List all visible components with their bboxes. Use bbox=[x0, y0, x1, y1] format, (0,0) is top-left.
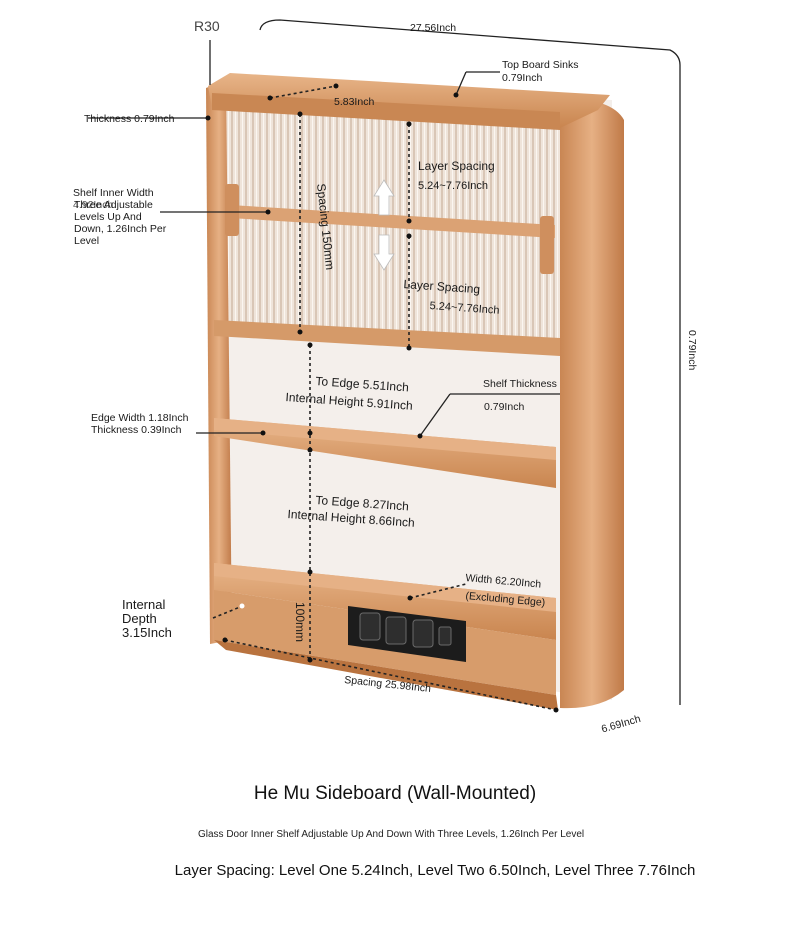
socket-3 bbox=[412, 619, 434, 648]
internal-depth-label: Internal Depth 3.15Inch bbox=[122, 597, 172, 640]
top-lip-label: 5.83Inch bbox=[334, 96, 375, 108]
right-handle bbox=[540, 216, 554, 274]
three-adjustable-label: Three Adjustable Levels Up And Down, 1.2… bbox=[74, 199, 167, 247]
left-handle bbox=[225, 184, 239, 236]
h100-label: 100mm bbox=[293, 602, 307, 643]
edge-width-label: Edge Width 1.18Inch Thickness 0.39Inch bbox=[91, 412, 189, 436]
adjustable-shelf bbox=[230, 205, 555, 238]
layer-spacing-title-1: Layer Spacing bbox=[418, 159, 495, 173]
product-note: Glass Door Inner Shelf Adjustable Up And… bbox=[198, 829, 585, 840]
socket-1 bbox=[359, 612, 381, 641]
right-side-board bbox=[560, 98, 624, 709]
shelf-thickness-value: 0.79Inch bbox=[484, 401, 525, 413]
shelf-inner-width-value: 4.92Inch bbox=[73, 199, 114, 211]
overall-dimension-line bbox=[259, 19, 681, 705]
socket-2 bbox=[385, 616, 407, 645]
thickness-label: Thickness 0.79Inch bbox=[84, 113, 175, 125]
glass-section-base bbox=[214, 320, 560, 356]
top-board-sinks-label: Top Board Sinks bbox=[502, 59, 579, 71]
glass-door-panel bbox=[216, 105, 560, 355]
overall-width-label: 27.56Inch bbox=[410, 22, 457, 34]
product-title: He Mu Sideboard (Wall-Mounted) bbox=[253, 783, 537, 804]
adjust-arrows bbox=[373, 179, 395, 271]
corner-radius-label: R30 bbox=[194, 18, 220, 34]
overall-height-label: 0.79Inch bbox=[686, 330, 698, 371]
usb-port bbox=[438, 626, 452, 646]
shelf-thickness-label: Shelf Thickness bbox=[483, 378, 557, 390]
shelf-inner-width-label: Shelf Inner Width bbox=[73, 187, 154, 199]
top-board-sinks-value: 0.79Inch bbox=[502, 72, 543, 84]
layer-spacing-value-1: 5.24~7.76Inch bbox=[418, 180, 489, 192]
layer-spacing-summary: Layer Spacing: Level One 5.24Inch, Level… bbox=[174, 862, 696, 879]
